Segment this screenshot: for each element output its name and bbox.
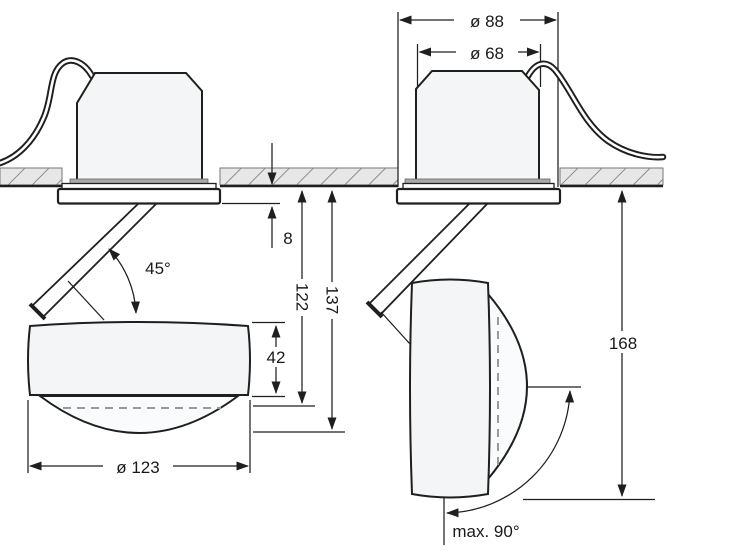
dim-label-45deg: 45° xyxy=(145,259,171,278)
dim-label-42: 42 xyxy=(267,348,286,367)
driver-housing-left xyxy=(76,72,203,186)
dim-label-dia88: ø 88 xyxy=(470,12,504,31)
dimension-cutout-dia-68: ø 68 xyxy=(418,42,540,63)
mains-cable-right xyxy=(524,60,667,161)
dim-label-dia123: ø 123 xyxy=(116,458,159,477)
dimension-max-rotation-90: max. 90° xyxy=(446,390,575,541)
dim-label-dia68: ø 68 xyxy=(470,44,504,63)
ceiling-segment-middle xyxy=(219,167,399,188)
dim-label-168: 168 xyxy=(609,334,637,353)
dim-label-137: 137 xyxy=(323,286,342,314)
tilt-arm-left xyxy=(28,202,160,321)
dimension-tilt-45: 45° xyxy=(108,248,171,314)
lamp-head-left xyxy=(27,321,251,396)
trim-ring-right xyxy=(395,187,562,205)
mains-cable-left xyxy=(0,57,96,167)
dim-label-max90: max. 90° xyxy=(452,522,519,541)
dimension-head-height-42: 42 xyxy=(252,321,290,398)
dimension-recess-offset-8: 8 xyxy=(222,143,293,248)
ceiling-segment-right xyxy=(559,167,664,188)
dimension-head-diameter-123: ø 123 xyxy=(27,400,251,477)
trim-ring-left xyxy=(56,187,222,205)
dim-label-122: 122 xyxy=(293,283,312,311)
lens-dome-right xyxy=(487,291,528,482)
front-view-90 xyxy=(365,12,667,545)
dimension-depth-122: 122 xyxy=(253,189,315,407)
dim-label-8: 8 xyxy=(283,229,292,248)
dimension-depth-137: 137 xyxy=(253,189,345,433)
side-view-45 xyxy=(0,57,251,434)
lens-dome-left xyxy=(36,395,242,434)
driver-housing-right xyxy=(415,70,540,186)
dimension-overall-length-168: 168 xyxy=(523,189,655,501)
ceiling-segment-left xyxy=(0,167,63,188)
lamp-head-right xyxy=(409,278,491,499)
dimension-flange-dia-88: ø 88 xyxy=(398,9,558,31)
ceiling-slab xyxy=(0,167,664,188)
